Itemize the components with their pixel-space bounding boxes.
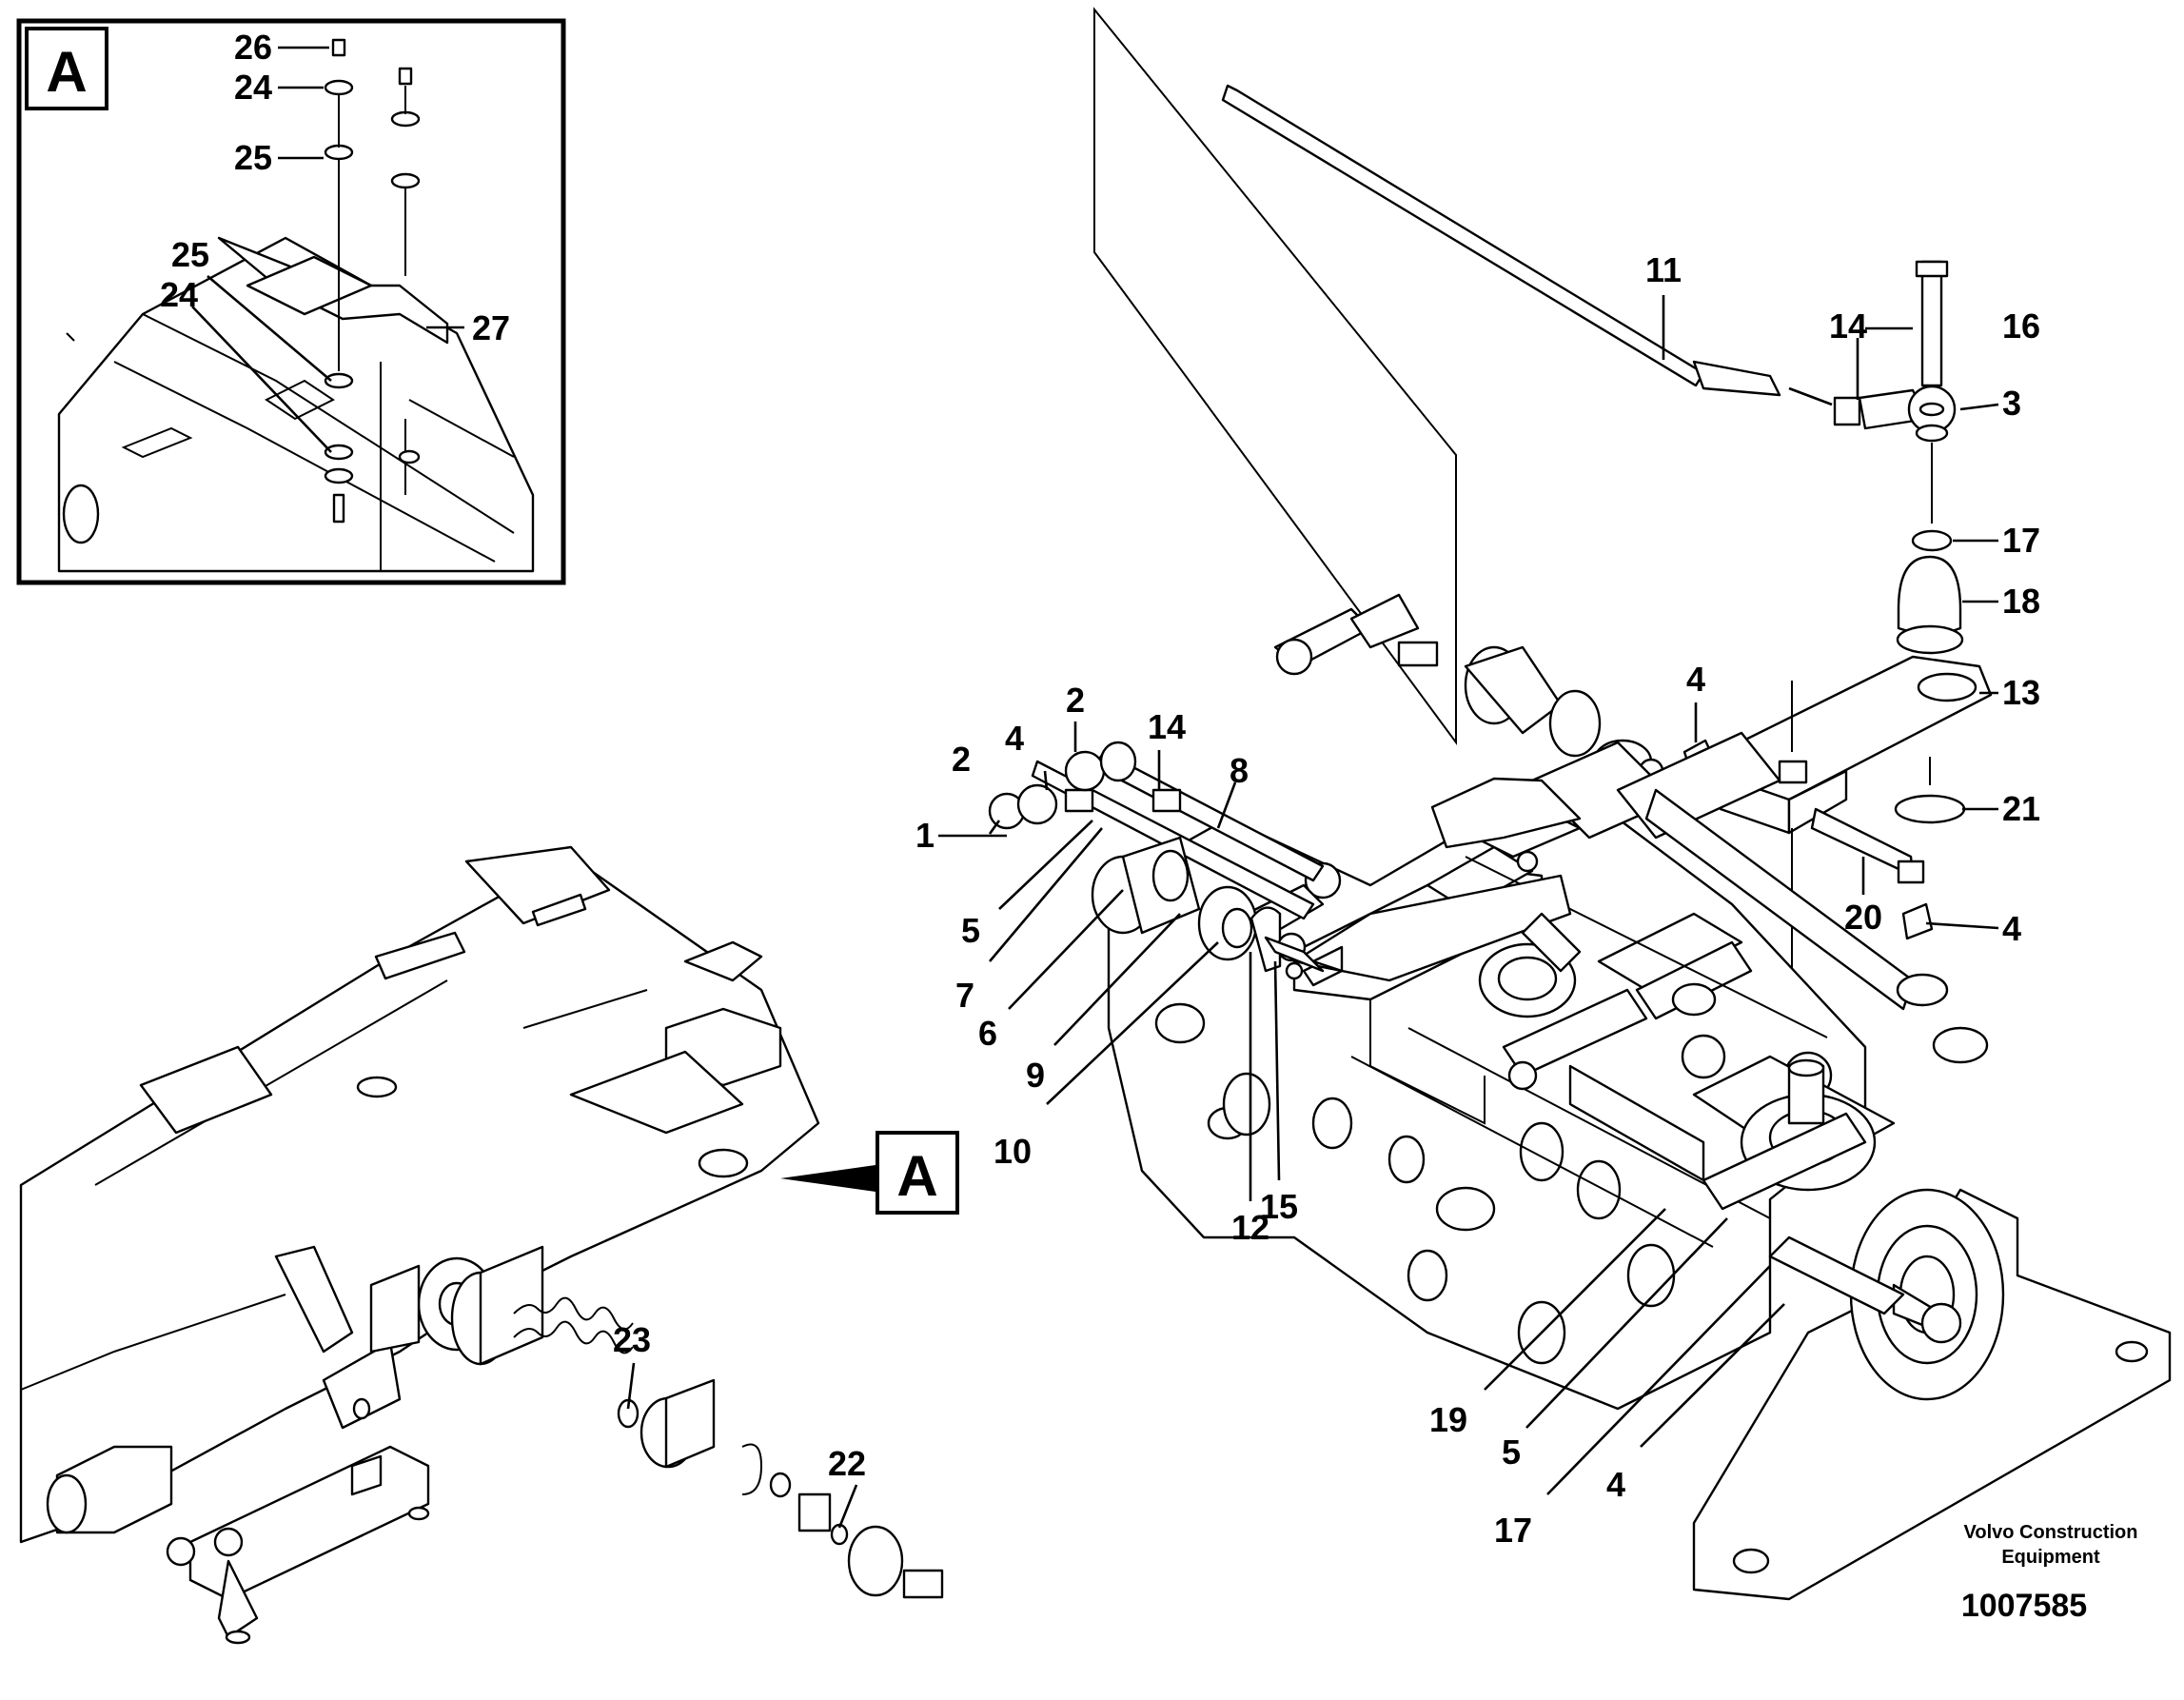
callout-19: 19 <box>1429 1400 1467 1439</box>
lever-stack: 16 14 3 17 18 13 4 21 20 4 <box>1682 260 2040 1047</box>
footer: Volvo Construction Equipment 1007585 <box>1961 1522 2138 1624</box>
detail-callouts: 26 24 25 25 24 27 <box>160 28 510 453</box>
callout-4: 4 <box>2002 909 2021 948</box>
detail-bracket <box>57 236 535 573</box>
callout-5: 5 <box>961 911 980 950</box>
lower-callouts: 19 5 17 4 <box>1429 1208 1785 1550</box>
callout-5: 5 <box>1502 1433 1521 1472</box>
callout-10: 10 <box>994 1132 1032 1171</box>
callout-4: 4 <box>1686 660 1705 699</box>
callout-17: 17 <box>1494 1511 1532 1550</box>
callout-14: 14 <box>1829 306 1867 346</box>
detail-label: A <box>46 40 87 104</box>
callout-23: 23 <box>613 1320 651 1359</box>
callout-7: 7 <box>955 976 974 1015</box>
callout-9: 9 <box>1026 1056 1045 1095</box>
callout-6: 6 <box>978 1014 997 1053</box>
callout-22: 22 <box>828 1444 866 1483</box>
callout-8: 8 <box>1230 751 1249 790</box>
callout-25: 25 <box>234 138 272 177</box>
frame-assembly <box>19 845 820 1645</box>
detail-view-a: A <box>16 18 566 585</box>
callout-1: 1 <box>915 816 935 855</box>
mount-bracket <box>1692 1188 2172 1601</box>
callout-20: 20 <box>1844 898 1882 937</box>
cable-end-top <box>1273 593 1664 784</box>
callout-4: 4 <box>1606 1465 1625 1504</box>
callout-21: 21 <box>2002 789 2040 828</box>
callout-12: 12 <box>1231 1208 1269 1247</box>
callout-2: 2 <box>952 740 971 779</box>
callout-13: 13 <box>2002 673 2040 712</box>
callout-24: 24 <box>160 275 198 314</box>
callout-24: 24 <box>234 68 272 107</box>
callout-27: 27 <box>472 308 510 347</box>
callout-25: 25 <box>171 235 209 274</box>
cable-panel: 11 <box>1093 7 1833 746</box>
detail-a-marker-label: A <box>896 1144 937 1208</box>
callout-4: 4 <box>1005 719 1024 758</box>
callout-3: 3 <box>2002 384 2021 423</box>
detail-fasteners <box>324 38 421 524</box>
spring-assembly: 23 22 <box>450 1245 944 1599</box>
callout-26: 26 <box>234 28 272 67</box>
spool-assembly: 2 2 4 14 8 1 5 7 6 9 10 12 15 <box>915 681 1344 1247</box>
callout-18: 18 <box>2002 582 2040 621</box>
callout-11: 11 <box>1645 250 1682 289</box>
callout-17: 17 <box>2002 521 2040 560</box>
document-number: 1007585 <box>1961 1588 2087 1624</box>
detail-label-box <box>25 27 108 110</box>
callout-15: 15 <box>1260 1187 1298 1226</box>
callout-16: 16 <box>2002 306 2040 346</box>
credit-line-2: Equipment <box>2001 1547 2100 1568</box>
callout-14: 14 <box>1148 707 1186 746</box>
callout-2: 2 <box>1066 681 1085 720</box>
detail-a-marker-box <box>876 1131 959 1215</box>
credit-line-1: Volvo Construction <box>1964 1522 2138 1543</box>
detail-a-marker: A <box>780 1131 959 1215</box>
